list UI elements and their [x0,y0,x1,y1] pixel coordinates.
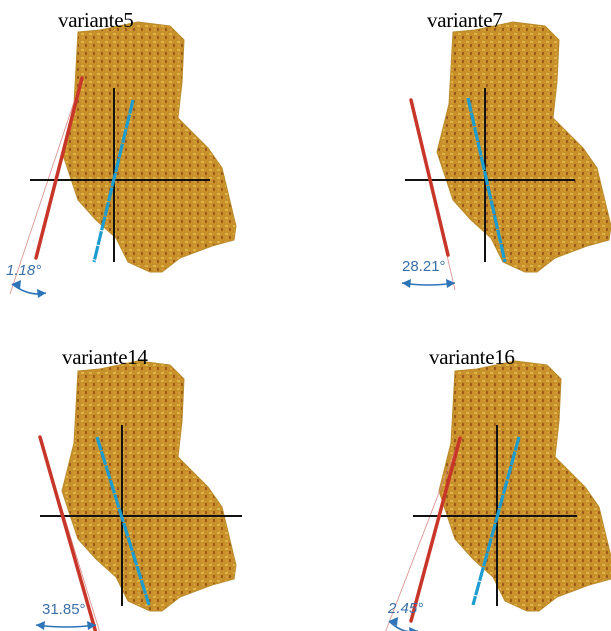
rock-shape [436,21,611,273]
arc-arrow-right [37,289,46,298]
blue-axis [471,436,521,606]
panel-title: variante5 [58,8,134,32]
panel-variante7: variante7 28.21° [305,0,611,315]
panel-variante14: variante14 31.85° [0,315,300,631]
rock-shape [438,360,611,612]
red-axis [34,76,84,260]
arc-arrow-left [389,617,398,626]
arc-arrow-left [12,280,21,289]
blue-axis [92,99,135,263]
angle-arc [35,624,97,628]
blue-axis [466,97,507,263]
rock-figure [401,21,611,291]
panel-title: variante16 [429,345,515,369]
panel-title: variante14 [62,345,148,369]
panel-title: variante7 [427,8,503,32]
panel-variante5: variante5 1.18° [0,0,300,315]
arc-arrow-right [87,621,96,630]
rock-figure [35,360,242,631]
angle-label: 28.21° [402,258,446,275]
arc-arrow-right [446,279,455,288]
arc-arrow-right [409,627,418,631]
arc-arrow-left [402,279,411,288]
panel-variante16: variante16 2.45° [305,315,611,631]
arc-arrow-left [36,621,45,630]
rock-shape [61,360,237,612]
angle-label: 31.85° [42,601,86,618]
angle-label: 2.45° [388,600,424,617]
guide-line [9,77,83,295]
red-axis [409,98,450,257]
red-axis [38,435,98,631]
rock-shape [61,21,237,273]
guide-line [385,437,461,631]
red-axis [409,436,462,623]
rock-figure [385,360,611,631]
blue-axis [95,436,151,606]
angle-label: 1.18° [6,262,42,279]
rock-figure [9,21,237,298]
